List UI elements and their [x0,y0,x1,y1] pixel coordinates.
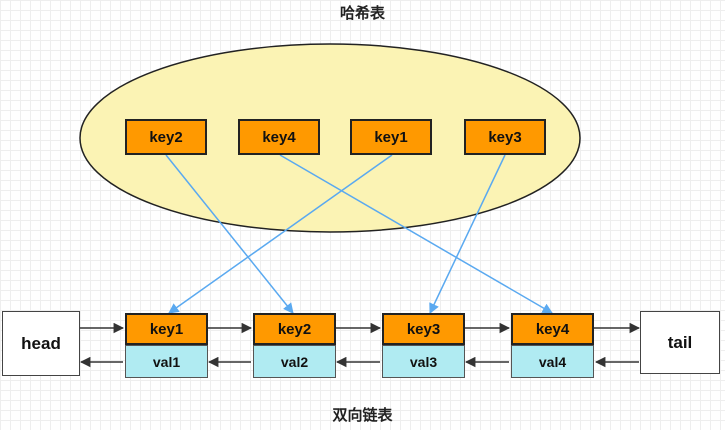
list-node-key: key2 [253,313,336,345]
pointer-key1-to-node1 [168,154,393,314]
list-node-key: key1 [125,313,208,345]
hash-key-box: key3 [464,119,546,155]
list-node-val: val3 [382,345,465,378]
list-node-val: val1 [125,345,208,378]
list-tail-node: tail [640,311,720,374]
list-node-key: key4 [511,313,594,345]
linked-list-title: 双向链表 [332,406,393,424]
pointer-key2-to-node2 [165,154,294,314]
pointer-key3-to-node3 [429,154,506,314]
list-head-node: head [2,311,80,376]
list-node-val: val4 [511,345,594,378]
pointer-key4-to-node4 [279,154,553,314]
hash-key-box: key2 [125,119,207,155]
hash-key-box: key1 [350,119,432,155]
list-node-key: key3 [382,313,465,345]
list-node-val: val2 [253,345,336,378]
hash-key-box: key4 [238,119,320,155]
hash-table-ellipse [79,43,581,233]
hash-table-title: 哈希表 [339,4,385,22]
